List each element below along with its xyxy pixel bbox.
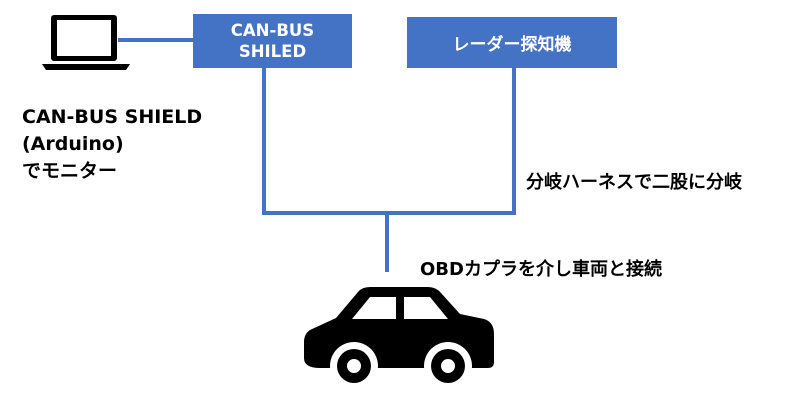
can-bus-shield-line2: SHILED: [238, 42, 307, 61]
monitor-label: CAN-BUS SHIELD (Arduino) でモニター: [22, 104, 202, 185]
monitor-label-line3: でモニター: [22, 160, 118, 182]
branch-label: 分岐ハーネスで二股に分岐: [526, 172, 742, 193]
can-bus-shield-box: CAN-BUS SHILED: [193, 14, 352, 68]
monitor-label-line2: (Arduino): [22, 133, 124, 155]
can-bus-shield-line1: CAN-BUS: [230, 21, 315, 40]
radar-detector-label: レーダー探知機: [452, 35, 572, 55]
laptop-icon: [42, 15, 130, 70]
obd-label: OBDカプラを介し車両と接続: [420, 259, 662, 280]
monitor-label-line1: CAN-BUS SHIELD: [22, 106, 203, 128]
radar-detector-box: レーダー探知機: [407, 17, 617, 68]
car-icon: [304, 287, 494, 390]
